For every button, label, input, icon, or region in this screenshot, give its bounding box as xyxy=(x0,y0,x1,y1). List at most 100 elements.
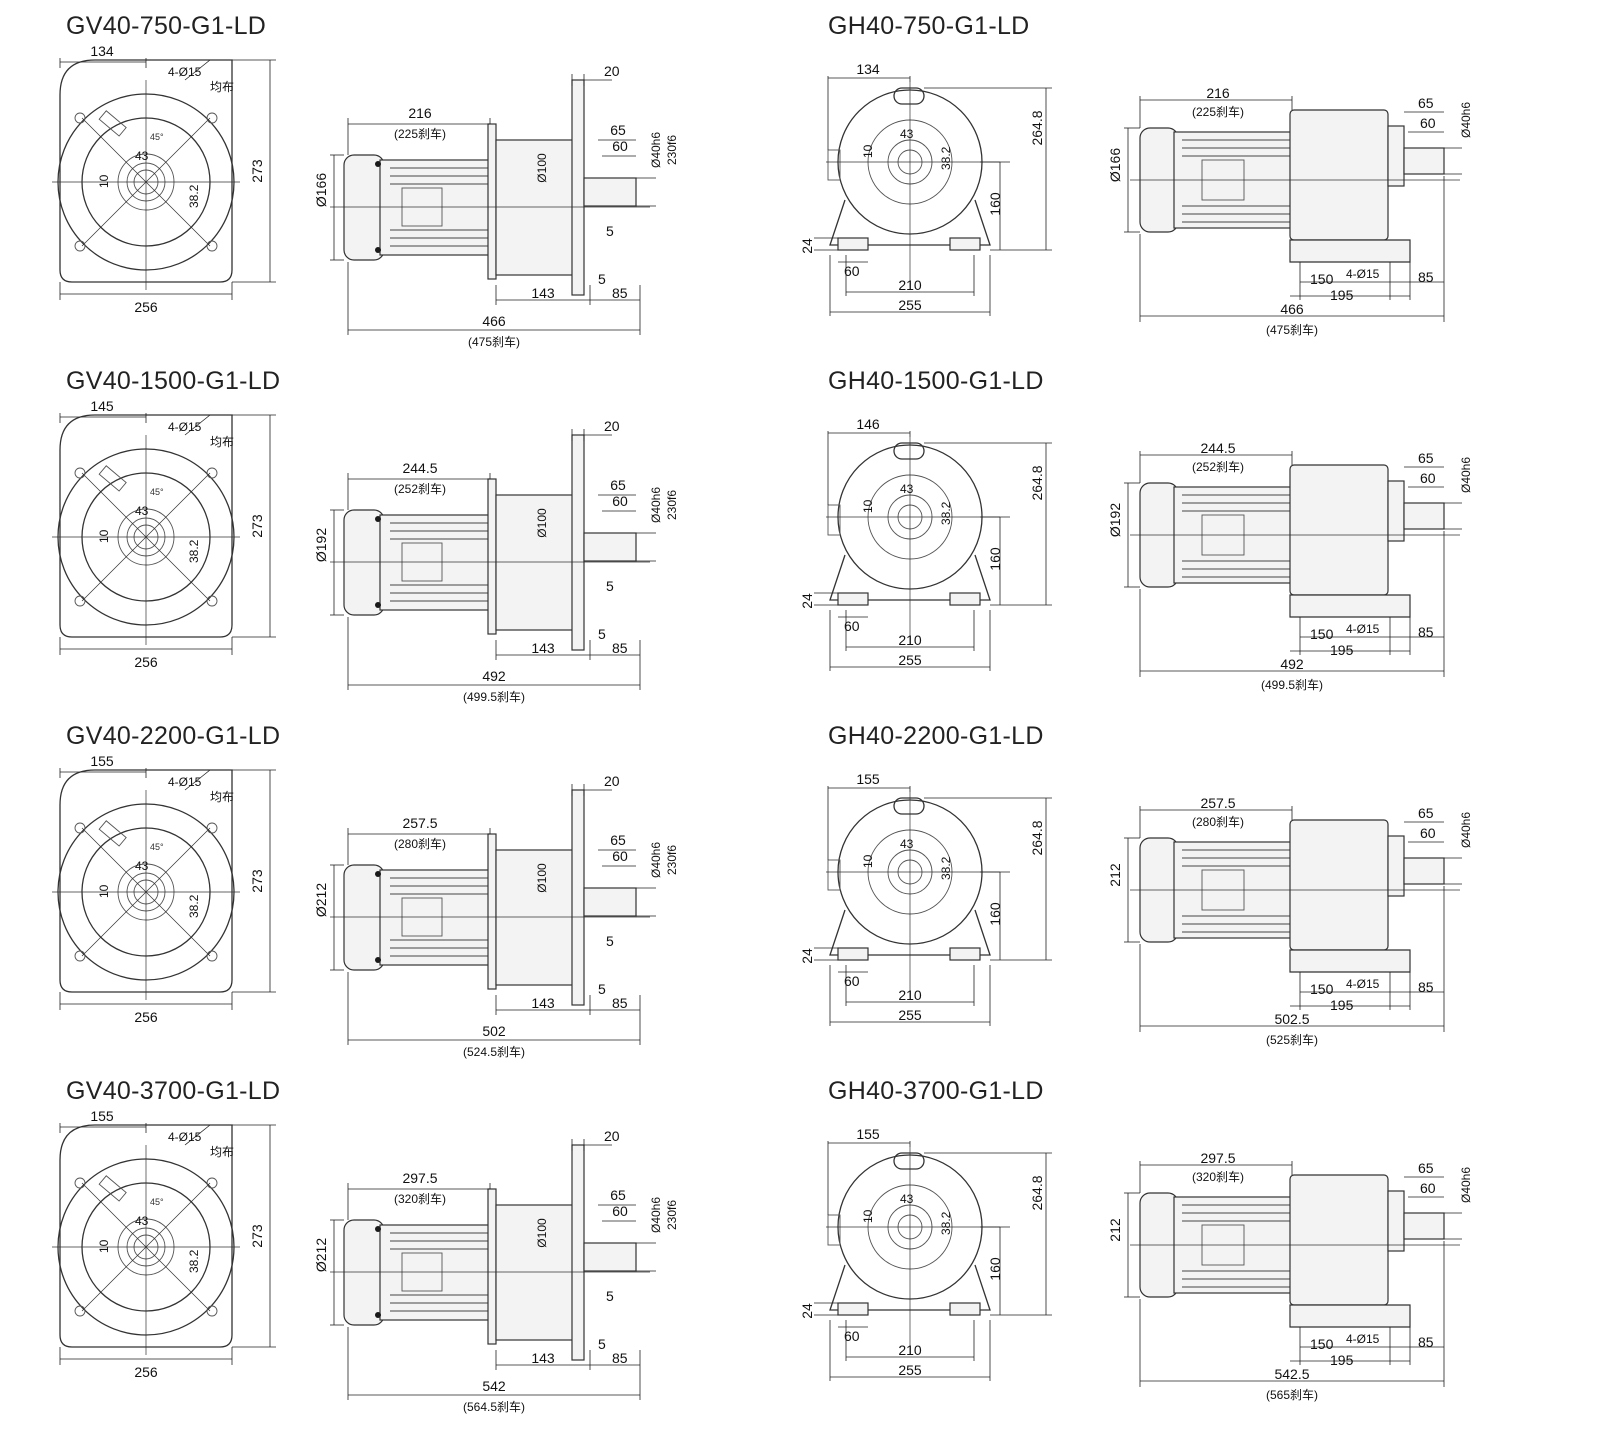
dim-holes: 4-Ø15 xyxy=(1346,1332,1380,1346)
dim-shaft-len: 65 xyxy=(610,832,626,848)
dim-shaft-len: 65 xyxy=(1418,450,1434,466)
dim-pilot-dia: 230f6 xyxy=(665,845,679,875)
dim-shaft-dia: Ø40h6 xyxy=(649,842,663,878)
dim-motor-dia: 212 xyxy=(1107,1218,1123,1242)
dim-key-width: 43 xyxy=(900,127,914,141)
gear-housing xyxy=(495,494,577,631)
foot xyxy=(1289,239,1411,263)
motor-body xyxy=(379,159,491,256)
dim-motor-len-brake: (225刹车) xyxy=(1192,104,1244,119)
dim-holes: 4-Ø15 xyxy=(168,420,202,434)
side-view: 257.5 (280刹车) Ø212 20 65 60 Ø40h6 230f6 … xyxy=(313,773,679,1059)
dim-motor-len-brake: (280刹车) xyxy=(394,836,446,851)
fan-cover xyxy=(343,154,385,261)
gv-panel: GV40-2200-G1-LD 155 4-Ø15 均布 xyxy=(0,710,800,1070)
dim-holes-note: 均布 xyxy=(210,435,234,449)
output-shaft xyxy=(1403,147,1445,175)
gv-panel: GV40-3700-G1-LD 155 4-Ø15 均布 xyxy=(0,1065,800,1425)
dim-total-len-brake: (564.5刹车) xyxy=(463,1399,525,1414)
cooling-fins xyxy=(390,1232,488,1312)
dim-key-len: 60 xyxy=(1420,115,1436,131)
dim-key-a: 10 xyxy=(97,174,111,188)
dim-total-len: 492 xyxy=(1280,656,1304,672)
dim-holes-note: 均布 xyxy=(210,1145,234,1159)
motor-flange xyxy=(487,833,497,990)
dim-motor-len: 297.5 xyxy=(1200,1150,1235,1166)
bearing-cover xyxy=(1387,480,1405,542)
dim-total-len-brake: (525刹车) xyxy=(1266,1032,1318,1047)
cooling-fins xyxy=(1182,1204,1290,1288)
bearing-cover xyxy=(1387,835,1405,897)
dim-spigot-dia: Ø100 xyxy=(535,1218,549,1248)
dim-total-h: 264.8 xyxy=(1029,465,1045,500)
dim-key-a: 10 xyxy=(861,144,875,158)
dim-total-len: 466 xyxy=(1280,301,1304,317)
dim-width-upper: 155 xyxy=(856,1126,880,1142)
dim-key-b: 38.2 xyxy=(939,856,953,880)
dim-motor-dia: Ø212 xyxy=(313,1238,329,1272)
foot xyxy=(1289,594,1411,618)
cooling-fins xyxy=(390,167,488,247)
dim-holes: 4-Ø15 xyxy=(1346,977,1380,991)
side-view: 216 (225刹车) Ø166 65 60 Ø40h6 4-Ø15 150 1… xyxy=(1107,85,1473,337)
dim-angle: 45° xyxy=(150,487,164,497)
dim-total-len-brake: (499.5刹车) xyxy=(463,689,525,704)
dim-foot-c: 85 xyxy=(1418,269,1434,285)
gv-panel: GV40-1500-G1-LD 145 4-Ø15 均布 xyxy=(0,355,800,715)
dim-flange-thickness: 20 xyxy=(604,418,620,434)
bolt-hole xyxy=(74,1305,86,1317)
motor-flange xyxy=(487,123,497,280)
cooling-fins xyxy=(1182,494,1290,578)
dim-foot-b: 195 xyxy=(1330,997,1354,1013)
dim-base-width: 255 xyxy=(898,652,922,668)
dim-flange-thickness: 20 xyxy=(604,773,620,789)
model-title: GH40-750-G1-LD xyxy=(828,12,1030,40)
gear-housing xyxy=(1289,1174,1389,1306)
dim-foot-h: 24 xyxy=(799,238,815,254)
side-view: 216 (225刹车) Ø166 20 65 60 Ø40h6 230f6 Ø1… xyxy=(313,63,679,349)
gear-housing xyxy=(1289,464,1389,596)
bolt-hole xyxy=(74,1177,86,1189)
gear-housing xyxy=(1289,819,1389,951)
dim-width-upper: 134 xyxy=(90,43,114,59)
dim-offset-a: 5 xyxy=(606,578,614,594)
dim-foot-b: 195 xyxy=(1330,1352,1354,1368)
gh-panel: GH40-2200-G1-LD 155 43 10 38.2 160 xyxy=(790,710,1590,1070)
foot xyxy=(1289,1304,1411,1328)
model-title: GH40-2200-G1-LD xyxy=(828,722,1044,750)
bearing-cover xyxy=(1387,1190,1405,1252)
gv-drawing: 145 4-Ø15 均布 45° 273 256 43 10 38.2 xyxy=(52,398,679,704)
dim-shaft-dia: Ø40h6 xyxy=(1459,812,1473,848)
dim-foot-w: 60 xyxy=(844,618,860,634)
bolt-hole xyxy=(74,822,86,834)
bolt-hole xyxy=(206,595,218,607)
dim-shaft-dia: Ø40h6 xyxy=(1459,457,1473,493)
dim-shaft-len: 65 xyxy=(1418,1160,1434,1176)
dim-angle: 45° xyxy=(150,842,164,852)
dim-base-width: 255 xyxy=(898,1007,922,1023)
dim-base-width: 256 xyxy=(134,1364,158,1380)
dim-motor-len: 216 xyxy=(408,105,432,121)
bolt-hole xyxy=(74,112,86,124)
dim-total-len-brake: (565刹车) xyxy=(1266,1387,1318,1402)
bolt-hole xyxy=(74,467,86,479)
gh-drawing: 134 43 10 38.2 160 264.8 24 60 210 255 xyxy=(799,61,1473,337)
dim-foot-b: 195 xyxy=(1330,287,1354,303)
dim-hole-span: 210 xyxy=(898,632,922,648)
motor-flange xyxy=(487,478,497,635)
dim-key-len: 60 xyxy=(1420,1180,1436,1196)
dim-holes: 4-Ø15 xyxy=(1346,267,1380,281)
dim-dist-b: 85 xyxy=(612,285,628,301)
dim-key-len: 60 xyxy=(1420,470,1436,486)
dim-motor-len: 244.5 xyxy=(1200,440,1235,456)
dim-dist-a: 143 xyxy=(531,995,555,1011)
dim-motor-len-brake: (280刹车) xyxy=(1192,814,1244,829)
dim-width-upper: 146 xyxy=(856,416,880,432)
dim-key-width: 43 xyxy=(135,149,149,163)
output-shaft xyxy=(583,887,637,917)
dim-dist-b: 85 xyxy=(612,1350,628,1366)
dim-foot-c: 85 xyxy=(1418,624,1434,640)
fan-cover xyxy=(343,864,385,971)
model-title: GH40-3700-G1-LD xyxy=(828,1077,1044,1105)
dim-foot-w: 60 xyxy=(844,973,860,989)
